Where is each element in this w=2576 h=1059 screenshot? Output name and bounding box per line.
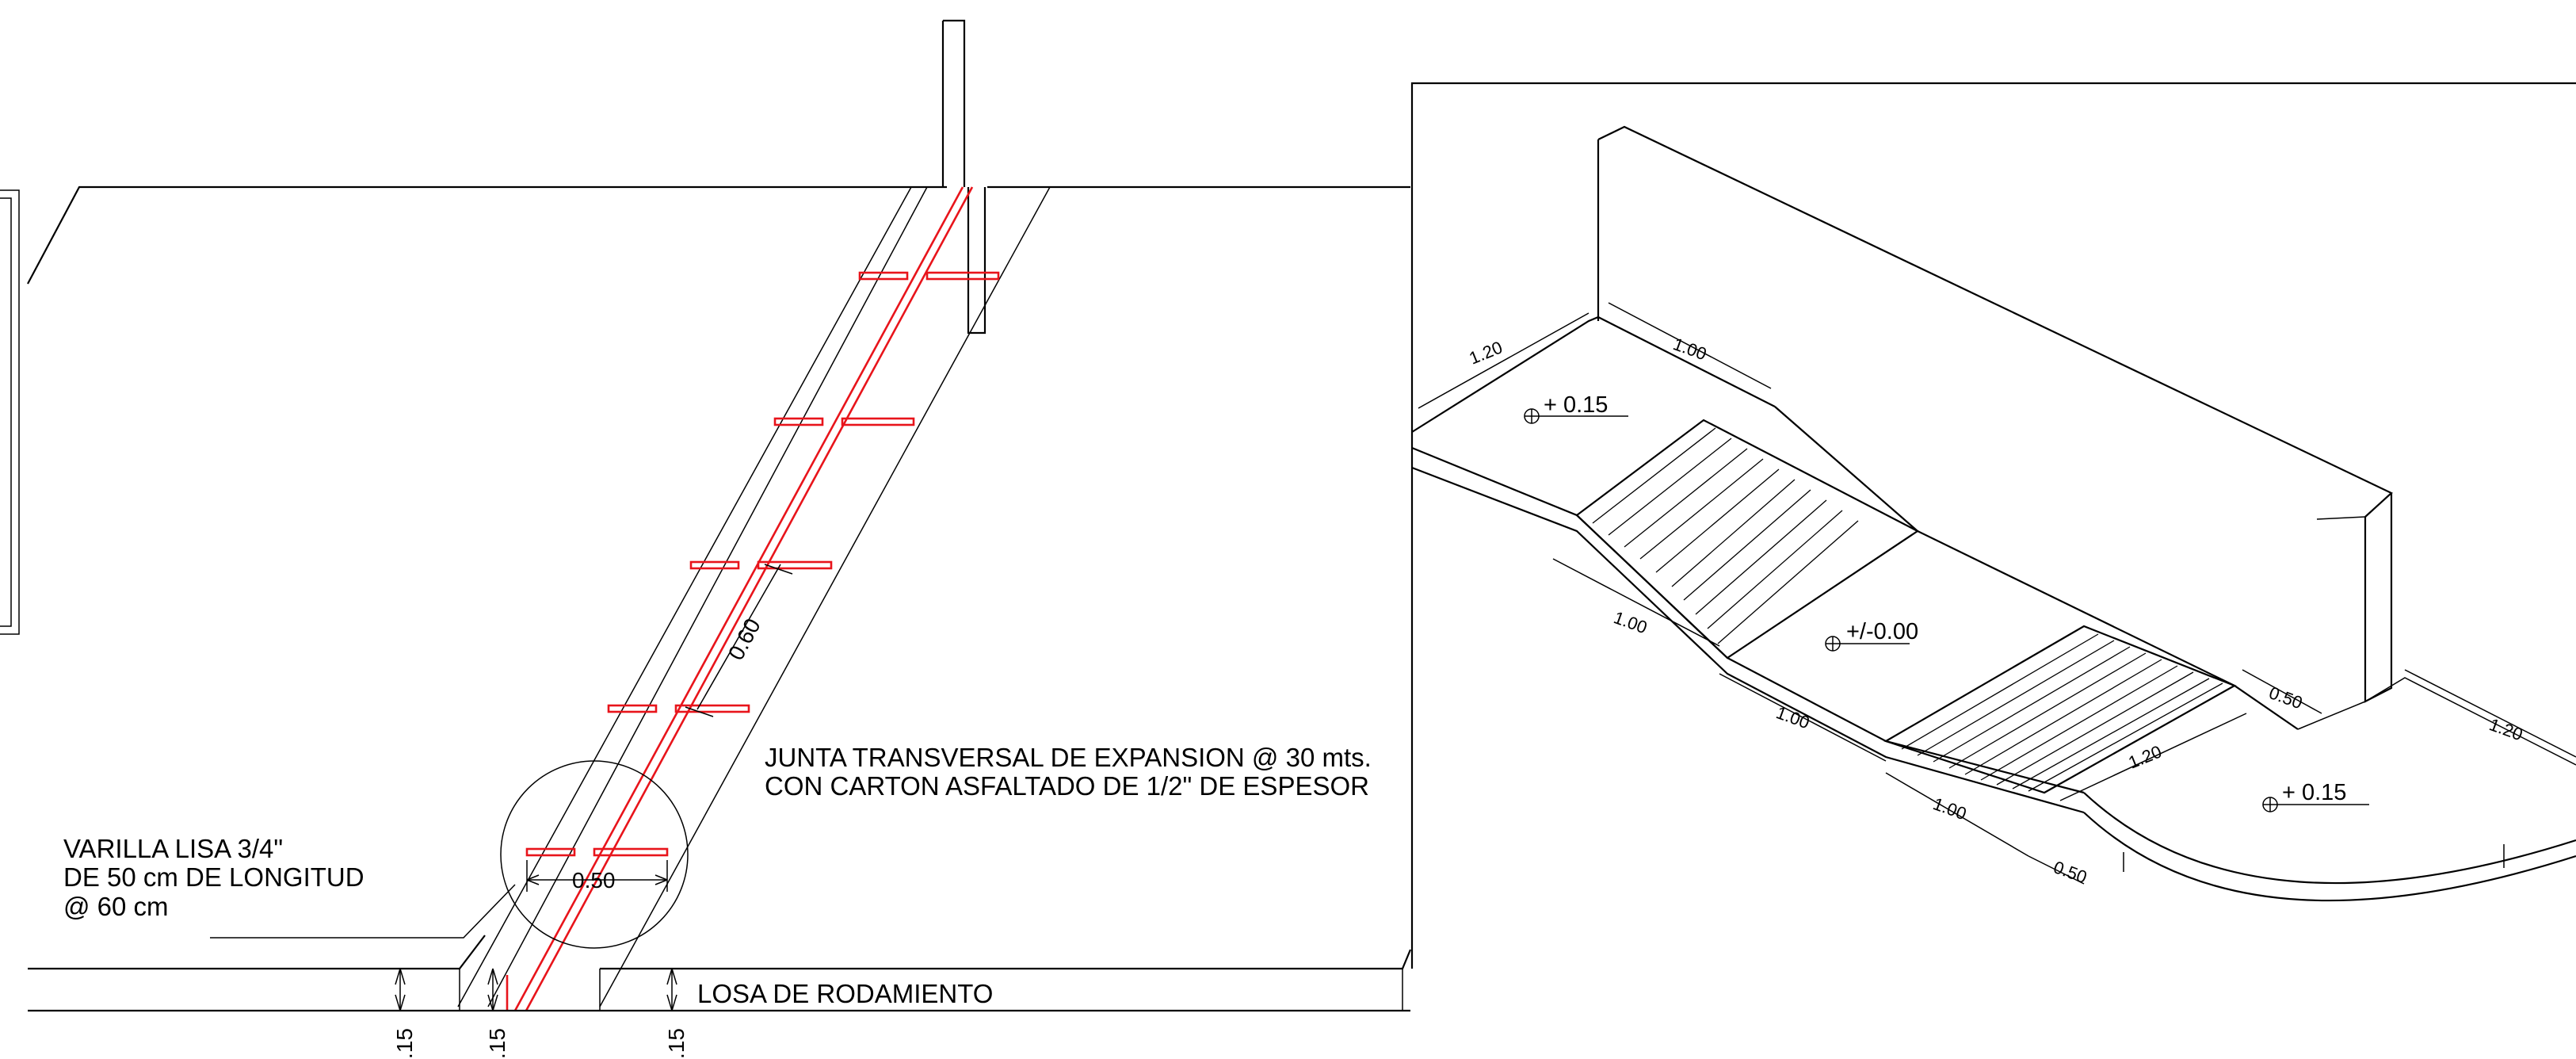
thickness-label-3: .15 [664, 1028, 689, 1059]
dowel-bar [607, 704, 658, 713]
thickness-label-1: .15 [392, 1028, 417, 1059]
bar-length-label: 0.50 [572, 868, 616, 893]
back-wall [1597, 125, 2393, 703]
iso-dim-label: 1.00 [1930, 793, 1969, 824]
level-marker-center: +/-0.00 [1825, 619, 1918, 652]
iso-dim-label: 1.20 [2486, 714, 2525, 744]
dowel-bar [925, 271, 1000, 281]
ramp-1 [1575, 419, 1920, 659]
ramp-2 [1883, 625, 2237, 794]
iso-dim-label: 1.00 [1611, 607, 1650, 637]
isometric-view: + 0.15 +/-0.00 + 0.15 1.20 1.00 1.00 1.0… [1410, 82, 2576, 969]
joint-red-lines [506, 186, 974, 1011]
iso-dim-label: 1.00 [1670, 334, 1709, 364]
joint-diagonals [457, 186, 1051, 1007]
iso-dim-label: 1.00 [1773, 702, 1812, 732]
dowel-bar [674, 704, 750, 713]
iso-frame [1410, 82, 2576, 969]
spacing-dimension: 0.60 [685, 564, 793, 717]
level-marker-left: + 0.15 [1524, 392, 1628, 424]
thickness-dimensions: .15 .15 .15 [392, 968, 689, 1059]
dowel-bar [773, 417, 824, 426]
dowel-bar [841, 417, 915, 426]
iso-dim-label: 0.50 [2266, 682, 2305, 713]
dowel-bar [689, 560, 740, 570]
expansion-board [941, 19, 987, 335]
platform-edges [1411, 315, 2576, 902]
slab-top-line [27, 185, 1410, 285]
bar-label-line1: VARILLA LISA 3/4" [63, 834, 283, 863]
dowel-bars [525, 271, 1000, 857]
iso-dim-label: 1.20 [2126, 741, 2165, 772]
left-frame-edge [0, 189, 20, 635]
detail-circle [500, 760, 689, 949]
iso-dim-lines [1418, 302, 2576, 885]
dowel-bar [525, 847, 576, 857]
dowel-bar [858, 271, 909, 281]
level-left-label: + 0.15 [1544, 392, 1608, 418]
thickness-label-2: .15 [485, 1028, 509, 1059]
bar-length-dimension: 0.50 [526, 860, 668, 893]
iso-dim-label: 0.50 [2051, 857, 2089, 887]
joint-label-line2: CON CARTON ASFALTADO DE 1/2" DE ESPESOR [765, 771, 1369, 801]
bar-leader [210, 884, 516, 939]
slab-label: LOSA DE RODAMIENTO [697, 979, 993, 1008]
section-detail: 0.60 0.50 [0, 19, 1412, 1059]
spacing-label: 0.60 [723, 614, 765, 664]
level-marker-right: + 0.15 [2262, 780, 2369, 812]
level-center-label: +/-0.00 [1846, 619, 1918, 644]
bar-label-line2: DE 50 cm DE LONGITUD [63, 862, 364, 892]
slab-bottom [28, 935, 1412, 1012]
joint-label-line1: JUNTA TRANSVERSAL DE EXPANSION @ 30 mts. [765, 743, 1372, 772]
level-right-label: + 0.15 [2282, 780, 2346, 805]
dowel-bar [757, 560, 833, 570]
dowel-bar [593, 847, 669, 857]
bar-label-line3: @ 60 cm [63, 892, 169, 921]
